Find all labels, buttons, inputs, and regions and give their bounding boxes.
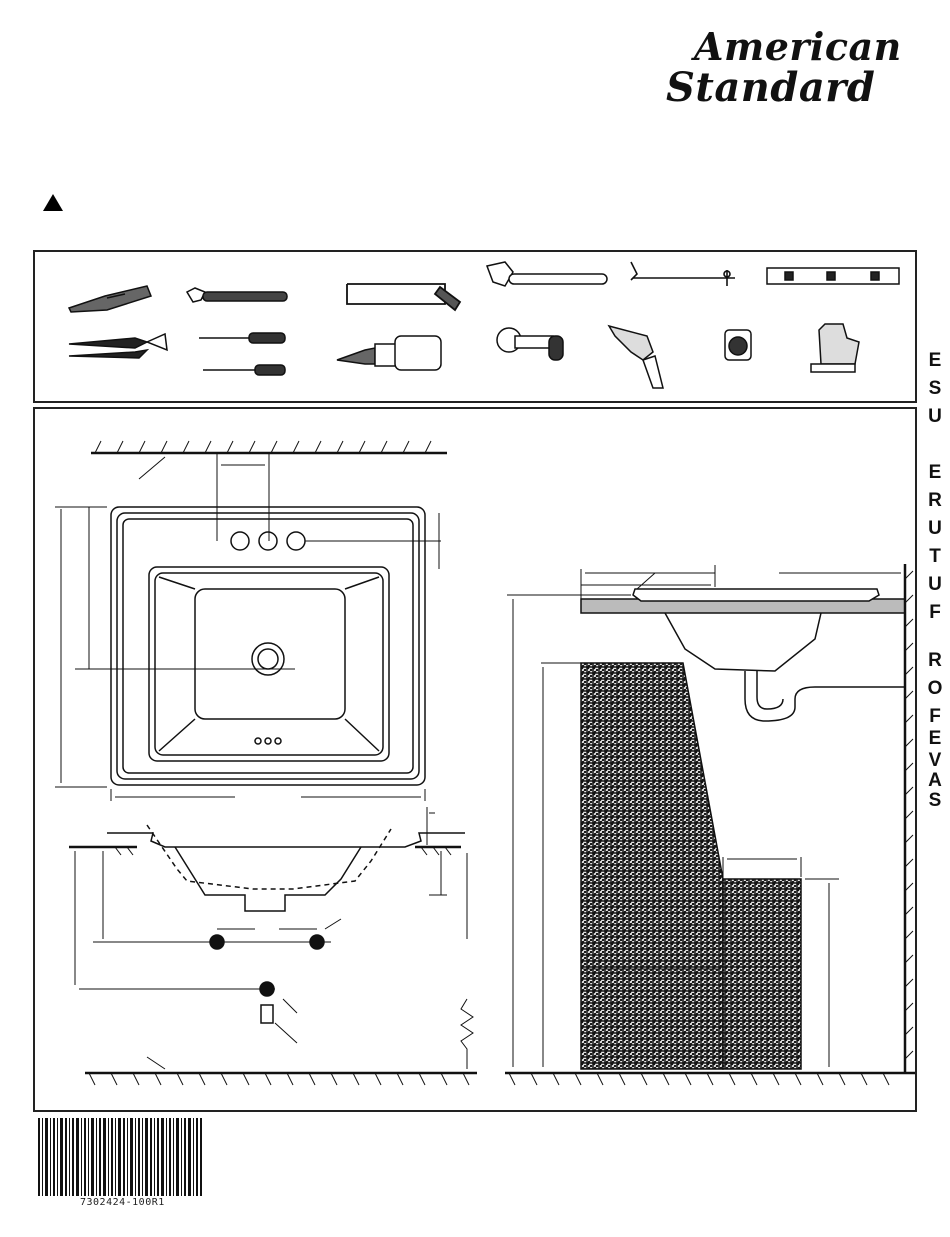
barcode-number: 7302424-100R1 — [80, 1197, 165, 1208]
banner-letter: R — [922, 650, 948, 672]
banner-letter: E — [922, 350, 948, 372]
tubing-cutter-icon — [497, 328, 563, 360]
tape-measure-icon — [725, 330, 751, 360]
banner-letter: A — [922, 770, 948, 792]
banner-letter: S — [922, 378, 948, 400]
banner-letter: F — [922, 706, 948, 728]
putty-knife-icon — [69, 286, 151, 312]
pipe-wrench-icon — [487, 262, 607, 286]
level-icon — [767, 268, 899, 284]
basin-wrench-icon — [631, 262, 735, 286]
top-view-sink — [55, 441, 447, 801]
tools-panel — [33, 250, 917, 403]
installation-diagram — [33, 407, 917, 1112]
banner-letter: F — [922, 602, 948, 624]
screwdrivers-icon — [199, 333, 285, 375]
banner-letter: E — [922, 728, 948, 750]
banner-letter: T — [922, 546, 948, 568]
drill-icon — [609, 326, 663, 388]
slip-joint-pliers-icon — [69, 334, 167, 358]
barcode-image — [38, 1118, 203, 1196]
caulk-gun-icon — [337, 336, 441, 370]
vanity-section-view — [505, 564, 915, 1085]
side-section-view — [69, 807, 477, 1085]
hacksaw-icon — [347, 284, 460, 310]
save-for-future-use-banner: E S U E R U T U F R O F E V A S — [922, 350, 948, 790]
banner-letter: S — [922, 790, 948, 812]
warning-triangle-icon — [43, 194, 63, 211]
brand-logo: American Standard — [660, 22, 880, 114]
adjustable-wrench-icon — [187, 288, 287, 302]
banner-letter: U — [922, 574, 948, 596]
banner-letter: R — [922, 490, 948, 512]
logo-line-1: American — [694, 24, 902, 69]
banner-letter: U — [922, 518, 948, 540]
banner-letter: O — [922, 678, 948, 700]
banner-letter: V — [922, 750, 948, 772]
banner-letter: E — [922, 462, 948, 484]
jigsaw-icon — [811, 324, 859, 372]
banner-letter: U — [922, 406, 948, 428]
logo-line-2: Standard — [666, 64, 875, 111]
